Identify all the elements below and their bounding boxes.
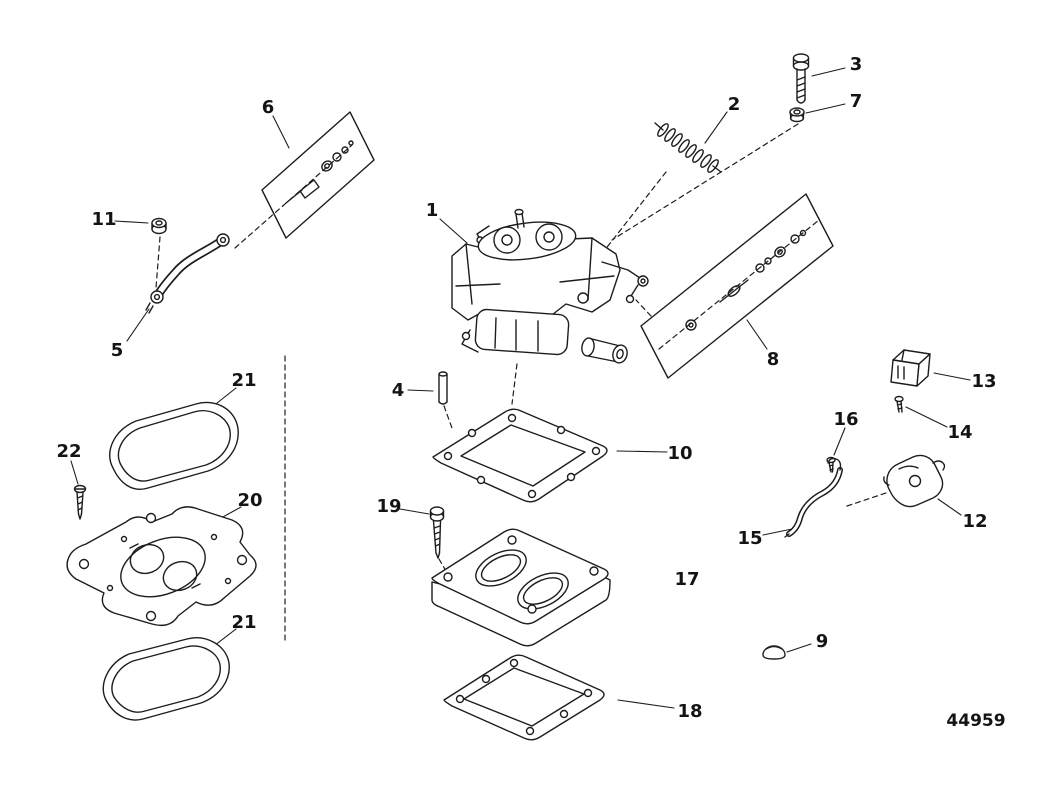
callout-part-14: 14 (947, 422, 972, 443)
leader-lines (70, 67, 971, 709)
carburetor-spacer (431, 528, 611, 647)
callout-part-15: 15 (737, 528, 762, 549)
gasket-kit-panel (640, 193, 834, 379)
callout-part-20: 20 (237, 490, 262, 511)
flange-nut (789, 107, 805, 123)
callout-part-22: 22 (56, 441, 81, 462)
callout-part-18: 18 (677, 701, 702, 722)
plug-dome (762, 645, 786, 660)
callout-part-1: 1 (426, 200, 439, 221)
callout-part-16: 16 (833, 409, 858, 430)
callout-part-17: 17 (674, 569, 699, 590)
callout-part-9: 9 (816, 631, 829, 652)
callout-part-2: 2 (728, 94, 741, 115)
screw-tiny-right (894, 395, 904, 413)
callout-part-13: 13 (971, 371, 996, 392)
callout-part-21-lower: 21 (231, 612, 256, 633)
callout-part-5: 5 (111, 340, 124, 361)
bent-rod (784, 457, 843, 538)
callout-part-12: 12 (962, 511, 987, 532)
alignment-dashed-lines (155, 123, 887, 643)
repair-kit-panel (234, 111, 375, 249)
drawing-number: 44959 (946, 711, 1005, 731)
callout-part-19: 19 (376, 496, 401, 517)
callout-part-3: 3 (850, 54, 863, 75)
callout-part-21-upper: 21 (231, 370, 256, 391)
callout-part-4: 4 (392, 380, 405, 401)
coil-spring (654, 122, 722, 173)
stud-bolt (429, 506, 445, 559)
mounting-block (890, 349, 931, 387)
callout-part-11: 11 (91, 209, 116, 230)
callout-part-6: 6 (262, 97, 275, 118)
linkage-rod (145, 233, 230, 314)
carburetor-assembly (451, 208, 649, 364)
nut-small (151, 217, 167, 235)
callout-part-8: 8 (767, 349, 780, 370)
callout-part-10: 10 (667, 443, 692, 464)
cover-gasket-lower (102, 637, 230, 721)
flange-plate (66, 506, 257, 627)
dowel-pin (438, 371, 448, 405)
callout-part-7: 7 (850, 91, 863, 112)
bolt-long (792, 53, 810, 104)
screw-small-left (73, 484, 87, 520)
callouts: 1 2 3 4 5 6 7 8 9 10 11 12 13 14 15 16 1… (56, 54, 996, 722)
base-gasket-upper (432, 408, 608, 503)
base-gasket-lower (443, 654, 605, 741)
cover-gasket-upper (109, 401, 239, 490)
bracket (883, 454, 946, 508)
